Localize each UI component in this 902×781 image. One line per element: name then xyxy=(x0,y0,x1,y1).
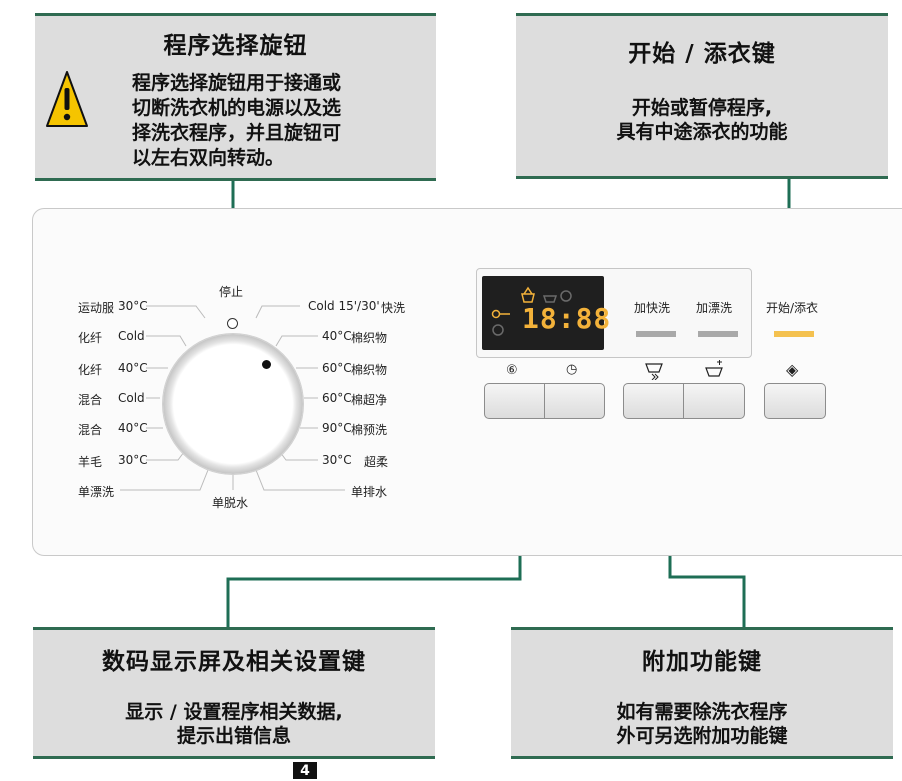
program-left-name: 羊毛 xyxy=(78,455,103,469)
callout-title: 程序选择旋钮 xyxy=(163,33,308,59)
callout-start-button: 开始 / 添衣键 开始或暂停程序, 具有中途添衣的功能 xyxy=(516,13,888,179)
program-right-temp: 90°C xyxy=(322,421,352,435)
program-left-temp: Cold xyxy=(118,391,145,405)
program-right-temp: 30°C xyxy=(322,453,352,467)
program-right-name: 棉预洗 xyxy=(351,423,388,437)
program-left-temp: Cold xyxy=(118,329,145,343)
program-right-temp: Cold 15'/30' xyxy=(308,299,380,313)
extra-rinse-indicator xyxy=(698,331,738,337)
program-right-name: 棉织物 xyxy=(351,363,388,377)
callout-program-knob: 程序选择旋钮 程序选择旋钮用于接通或 切断洗衣机的电源以及选 择洗衣程序，并且旋… xyxy=(35,13,436,181)
lcd-digits: 18:88 xyxy=(522,302,612,335)
lcd-screen xyxy=(482,276,604,350)
start-pause-icon: ◈ xyxy=(786,360,799,379)
program-right-temp: 40°C xyxy=(322,329,352,343)
program-left-temp: 40°C xyxy=(118,421,148,435)
spin-speed-button[interactable] xyxy=(485,384,545,418)
label-extra-rinse: 加漂洗 xyxy=(696,301,733,315)
delay-timer-button[interactable] xyxy=(543,384,605,418)
quick-wash-indicator xyxy=(636,331,676,337)
program-left-name: 化纤 xyxy=(78,363,103,377)
callout-title: 附加功能键 xyxy=(642,649,762,675)
callout-option-keys: 附加功能键 如有需要除洗衣程序 外可另选附加功能键 xyxy=(511,627,893,759)
option-button-group xyxy=(623,383,745,419)
dial-label-stop: 停止 xyxy=(219,285,244,299)
stop-indicator xyxy=(227,318,238,329)
callout-display-keys: 数码显示屏及相关设置键 显示 / 设置程序相关数据, 提示出错信息 xyxy=(33,627,435,759)
lcd-status-icons xyxy=(491,286,572,336)
callout-description: 如有需要除洗衣程序 外可另选附加功能键 xyxy=(616,701,788,747)
label-quick-wash: 加快洗 xyxy=(634,301,671,315)
program-selector-knob[interactable] xyxy=(163,334,303,474)
program-right-name: 快洗 xyxy=(381,301,406,315)
dial-label-spin-only: 单脱水 xyxy=(212,496,249,510)
knob-pointer-dot xyxy=(262,360,271,369)
extra-rinse-button[interactable] xyxy=(683,384,744,418)
program-left-name: 化纤 xyxy=(78,331,103,345)
program-left-name: 混合 xyxy=(78,423,103,437)
program-left-name: 运动服 xyxy=(78,301,115,315)
callout-description: 程序选择旋钮用于接通或 切断洗衣机的电源以及选 择洗衣程序，并且旋钮可 以左右双… xyxy=(132,72,342,169)
program-left-temp: 40°C xyxy=(118,361,148,375)
program-left-name: 单漂洗 xyxy=(78,485,115,499)
program-right-name: 棉超净 xyxy=(351,393,388,407)
callout-description: 开始或暂停程序, 具有中途添衣的功能 xyxy=(616,97,788,143)
extra-rinse-icon xyxy=(705,360,723,377)
label-start-add: 开始/添衣 xyxy=(766,301,819,315)
program-left-name: 混合 xyxy=(78,393,103,407)
quick-wash-button[interactable] xyxy=(624,384,684,418)
timer-icon: ◷ xyxy=(566,362,578,377)
program-right-temp: 60°C xyxy=(322,391,352,405)
start-add-laundry-button[interactable] xyxy=(764,383,826,419)
program-right-name: 超柔 xyxy=(364,455,389,469)
program-left-temp: 30°C xyxy=(118,453,148,467)
program-left-temp: 30°C xyxy=(118,299,148,313)
callout-title: 数码显示屏及相关设置键 xyxy=(102,649,366,675)
warning-icon xyxy=(46,71,88,127)
spin-speed-icon: ⑥ xyxy=(506,363,518,378)
program-right-temp: 60°C xyxy=(322,361,352,375)
display-settings-button-group xyxy=(484,383,605,419)
page-number: 4 xyxy=(293,762,317,779)
program-right-name: 单排水 xyxy=(351,485,388,499)
callout-description: 显示 / 设置程序相关数据, 提示出错信息 xyxy=(125,701,343,747)
quick-wash-icon xyxy=(645,363,663,380)
callout-title: 开始 / 添衣键 xyxy=(628,41,776,67)
start-indicator xyxy=(774,331,814,337)
program-right-name: 棉织物 xyxy=(351,331,388,345)
